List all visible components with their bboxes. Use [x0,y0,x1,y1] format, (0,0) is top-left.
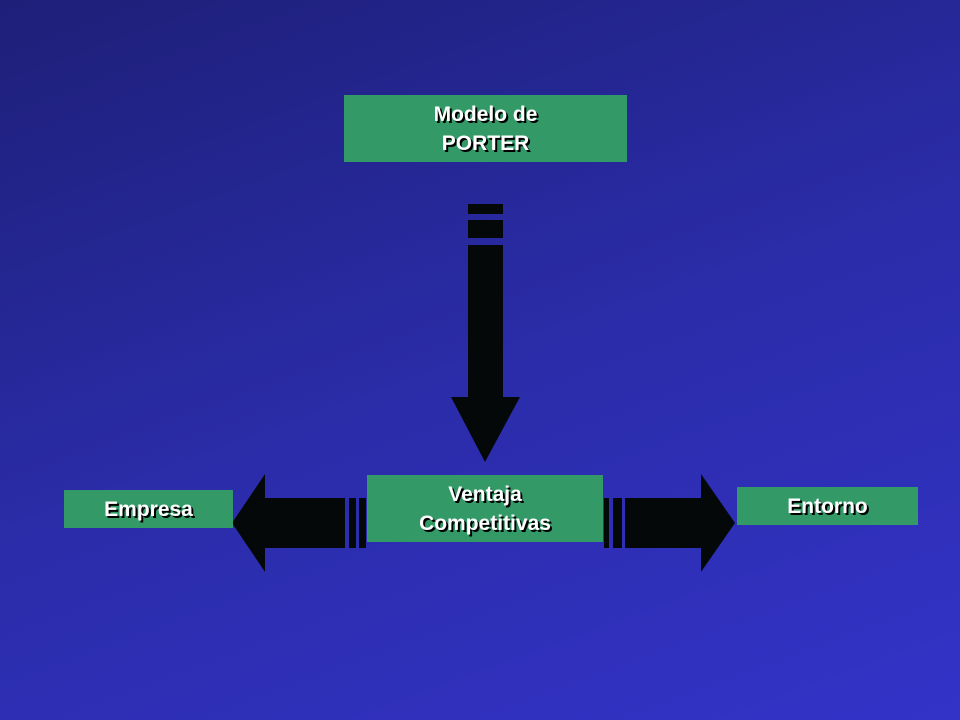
environment-box: Entorno [737,487,918,525]
advantage-box-line2: Competitivas [419,511,551,535]
porter-box-line2: PORTER [441,131,530,155]
arrow-ventaja-to-empresa [232,474,366,572]
arrow-porter-to-ventaja [451,204,520,462]
company-box: Empresa [64,490,233,528]
porter-box-line1: Modelo de [433,102,538,126]
arrow-ventaja-to-entorno [604,474,735,572]
competitive-advantage-box: Ventaja Competitivas [367,475,603,542]
company-box-label: Empresa [104,497,193,521]
environment-box-label: Entorno [787,494,868,518]
porter-model-box: Modelo de PORTER [344,95,627,162]
advantage-box-line1: Ventaja [448,482,522,506]
